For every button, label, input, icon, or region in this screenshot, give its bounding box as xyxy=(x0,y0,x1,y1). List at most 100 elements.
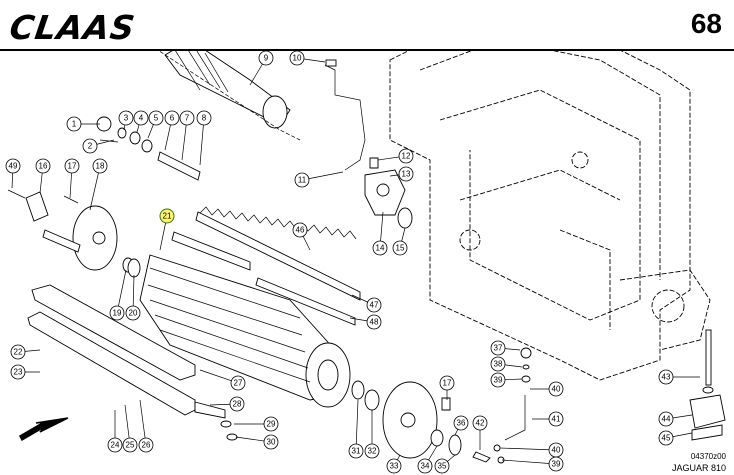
callout-14: 14 xyxy=(372,211,388,256)
callout-19: 19 xyxy=(109,269,127,321)
callout-36: 36 xyxy=(453,415,469,436)
callout-circle xyxy=(658,369,674,385)
callout-30: 30 xyxy=(235,434,279,450)
callout-28: 28 xyxy=(209,396,245,412)
callout-circle xyxy=(82,138,98,154)
callout-number: 5 xyxy=(154,114,159,123)
callout-number: 7 xyxy=(185,114,190,123)
callout-number: 48 xyxy=(370,318,379,327)
callout-circle xyxy=(258,51,274,66)
callout-circle xyxy=(10,364,26,380)
callout-number: 10 xyxy=(293,54,302,63)
callout-number: 20 xyxy=(129,309,138,318)
callout-circle xyxy=(229,396,245,412)
callout-circle xyxy=(107,437,123,453)
arrow-down-left-icon xyxy=(19,417,69,442)
callout-number: 21 xyxy=(163,212,172,221)
callout-leader xyxy=(139,399,147,446)
callout-circle xyxy=(125,305,141,321)
callout-number: 44 xyxy=(662,415,671,424)
callout-number: 36 xyxy=(457,419,466,428)
callout-circle xyxy=(548,456,564,472)
callout-number: 34 xyxy=(421,462,430,471)
callout-circle xyxy=(366,314,382,330)
callout-number: 8 xyxy=(202,114,207,123)
callout-circle xyxy=(364,443,380,459)
callout-circle xyxy=(118,110,134,126)
callout-circle xyxy=(548,381,564,397)
callout-number: 43 xyxy=(662,373,671,382)
callout-45: 45 xyxy=(658,430,693,446)
callout-circle xyxy=(548,411,564,427)
callout-4: 4 xyxy=(133,110,149,133)
callout-number: 37 xyxy=(494,344,503,353)
callout-7: 7 xyxy=(179,110,195,161)
callout-number: 26 xyxy=(142,441,151,450)
bearing-housing xyxy=(364,157,413,229)
callout-leader xyxy=(499,447,557,451)
callout-circle xyxy=(658,411,674,427)
callout-number: 9 xyxy=(264,54,269,63)
callout-number: 4 xyxy=(139,114,144,123)
callout-circle xyxy=(417,458,433,474)
callout-circle xyxy=(179,110,195,126)
callout-number: 16 xyxy=(39,162,48,171)
callout-number: 19 xyxy=(113,309,122,318)
callout-number: 31 xyxy=(352,447,361,456)
callout-circle xyxy=(122,437,138,453)
callout-circle xyxy=(398,148,414,164)
callout-leader xyxy=(501,459,557,465)
callout-number: 39 xyxy=(494,376,503,385)
callout-circle xyxy=(164,110,180,126)
callout-circle xyxy=(386,458,402,474)
callout-43: 43 xyxy=(658,369,700,385)
callout-3: 3 xyxy=(118,110,134,131)
brand-logo: CLAAS xyxy=(7,8,138,47)
callout-20: 20 xyxy=(125,274,141,321)
callout-circle xyxy=(348,443,364,459)
callout-leader xyxy=(89,165,101,211)
model-name: JAGUAR 810 xyxy=(671,463,726,473)
callout-31: 31 xyxy=(348,399,364,459)
callout-number: 35 xyxy=(438,462,447,471)
callout-6: 6 xyxy=(164,110,180,151)
callout-number: 39 xyxy=(552,460,561,469)
callout-circle xyxy=(66,116,82,132)
callout-26: 26 xyxy=(138,399,154,453)
callout-circle xyxy=(35,158,51,174)
callout-number: 30 xyxy=(267,438,276,447)
callout-circle xyxy=(5,158,21,174)
callout-number: 29 xyxy=(267,420,276,429)
callout-1: 1 xyxy=(66,116,100,132)
callout-leader xyxy=(199,117,205,166)
callout-number: 49 xyxy=(9,162,18,171)
callout-42: 42 xyxy=(472,415,488,450)
callout-circle xyxy=(366,297,382,313)
callout-circle xyxy=(263,416,279,432)
callout-number: 33 xyxy=(390,462,399,471)
callout-40: 40 xyxy=(499,442,564,458)
callout-8: 8 xyxy=(196,110,212,166)
callout-24: 24 xyxy=(107,410,123,453)
callout-2: 2 xyxy=(82,138,115,154)
feed-drum xyxy=(139,254,351,408)
callout-circle xyxy=(658,430,674,446)
serrated-bars xyxy=(171,206,361,326)
exploded-view-drawing: 1234567891011121314151617184921192046474… xyxy=(5,51,726,474)
callout-number: 11 xyxy=(298,176,307,185)
callout-number: 2 xyxy=(88,142,93,151)
callout-circle xyxy=(148,110,164,126)
callout-circle xyxy=(490,340,506,356)
callout-number: 40 xyxy=(552,385,561,394)
callout-5: 5 xyxy=(147,110,164,139)
grease-pipe xyxy=(324,59,366,171)
callout-number: 13 xyxy=(402,170,411,179)
callout-47: 47 xyxy=(351,294,382,313)
callout-46: 46 xyxy=(292,222,311,251)
page-number: 68 xyxy=(690,8,722,39)
callout-circle xyxy=(230,375,246,391)
callout-number: 17 xyxy=(443,379,452,388)
callout-circle xyxy=(292,222,308,238)
